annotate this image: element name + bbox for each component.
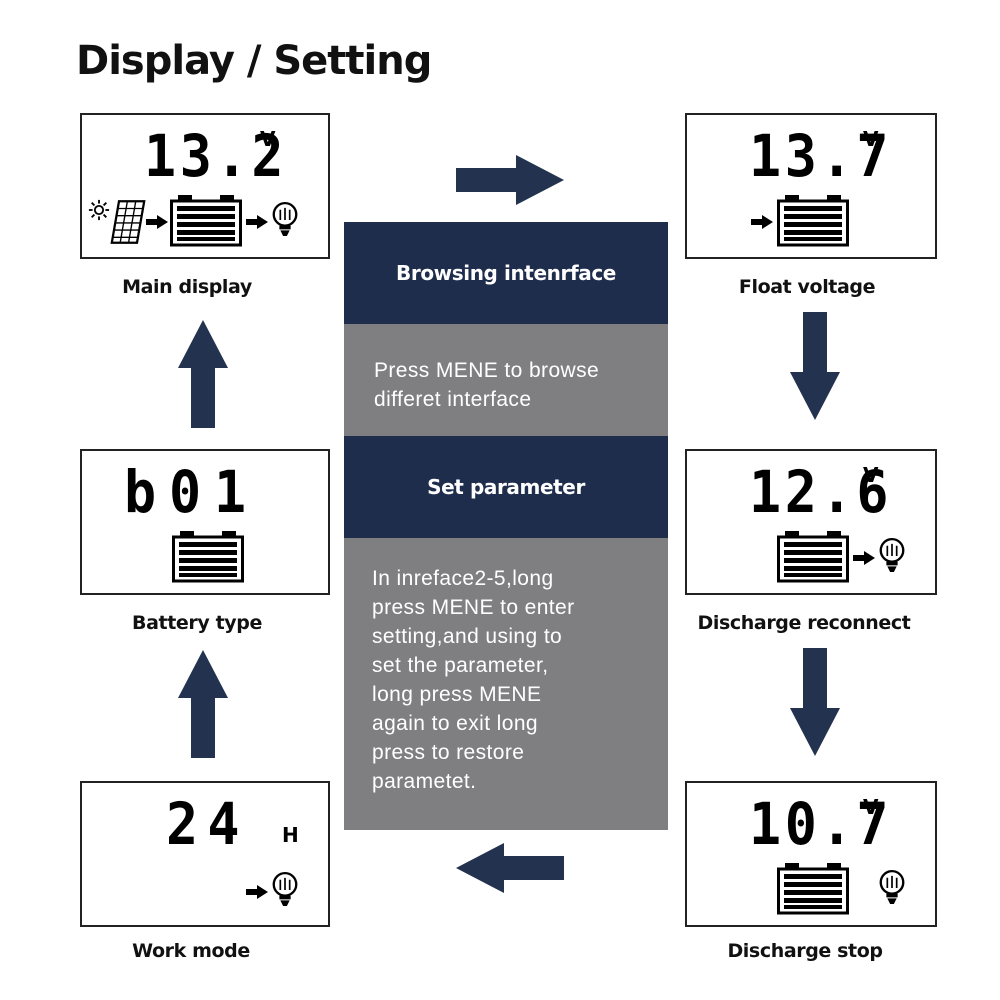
page-title: Display / Setting [76,38,432,84]
small-arrow-icon [146,215,168,229]
bulb-icon [877,869,907,907]
battery-icon [777,531,849,583]
main-display-caption: Main display [122,276,252,298]
battery-icon [777,195,849,247]
set-text-line: again to exit long [372,712,538,735]
work-mode-value: 24 [166,790,249,858]
small-arrow-icon [853,551,875,565]
discharge-reconnect-unit: V [863,463,879,487]
browsing-text-line: Press MENE to browse [374,359,600,382]
float-voltage-caption: Float voltage [738,276,876,298]
set-text-line: In inreface2-5,long [372,567,554,590]
float-voltage-unit: V [863,127,879,151]
battery-type-panel: b01 [80,449,330,595]
bulb-icon [877,537,907,575]
small-arrow-icon [751,215,773,229]
browsing-interface-header: Browsing intenrface [344,222,668,324]
set-parameter-title: Set parameter [427,475,585,499]
sun-icon [88,199,110,221]
float-voltage-panel: 13.7 V [685,113,937,259]
battery-type-value: b01 [124,458,260,526]
set-text-line: set the parameter, [372,654,549,677]
main-display-value: 13.2 [144,122,288,190]
float-voltage-value: 13.7 [749,122,893,190]
main-display-unit: V [260,127,276,151]
small-arrow-icon [246,215,268,229]
bulb-icon [270,871,300,909]
set-parameter-body: In inreface2-5,long press MENE to enter … [344,538,668,830]
discharge-reconnect-value: 12.6 [749,458,893,526]
browsing-text-line: differet interface [374,388,532,411]
bulb-icon [270,201,300,239]
arrow-down-icon [790,648,840,756]
small-arrow-icon [246,885,268,899]
main-display-panel: 13.2 V [80,113,330,259]
set-text-line: press MENE to enter [372,596,575,619]
discharge-stop-panel: 10.7 V [685,781,937,927]
discharge-reconnect-panel: 12.6 V [685,449,937,595]
arrow-right-icon [456,155,564,205]
browsing-interface-title: Browsing intenrface [396,261,616,285]
arrow-down-icon [790,312,840,420]
battery-icon [170,195,242,247]
set-text-line: press to restore [372,741,525,764]
battery-icon [777,863,849,915]
center-info-column: Browsing intenrface Press MENE to browse… [344,222,668,830]
arrow-up-icon [178,650,228,758]
arrow-up-icon [178,320,228,428]
battery-icon [172,531,244,583]
arrow-left-icon [456,843,564,893]
browsing-interface-body: Press MENE to browse differet interface [344,324,668,436]
set-text-line: long press MENE [372,683,542,706]
set-text-line: setting,and using to [372,625,563,648]
work-mode-caption: Work mode [132,940,250,962]
discharge-reconnect-caption: Discharge reconnect [697,612,911,634]
discharge-stop-caption: Discharge stop [727,940,883,962]
work-mode-panel: 24 H [80,781,330,927]
solar-panel-icon [110,199,146,245]
discharge-stop-unit: V [863,795,879,819]
battery-type-caption: Battery type [132,612,262,634]
discharge-stop-value: 10.7 [749,790,893,858]
work-mode-unit: H [282,823,299,847]
set-text-line: parametet. [372,770,477,793]
set-parameter-header: Set parameter [344,436,668,538]
